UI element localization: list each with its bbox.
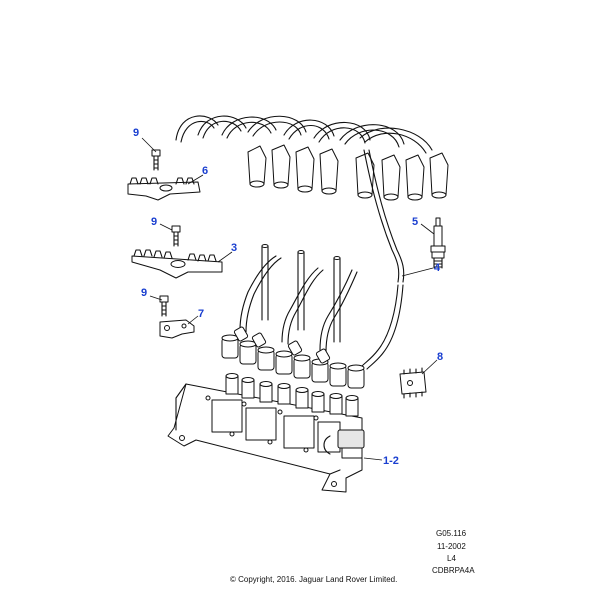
coil-boot <box>275 340 303 375</box>
coil-tower <box>277 383 291 405</box>
spark-plug-boot <box>295 146 315 193</box>
lead-clip <box>399 367 427 399</box>
leader-lines <box>141 137 438 461</box>
coil-boot <box>293 354 311 379</box>
callout-3: 3 <box>231 242 238 254</box>
coil-lead-set <box>221 244 365 389</box>
lead-bracket <box>159 319 195 339</box>
bolt <box>171 225 181 247</box>
coil-boot <box>329 362 347 387</box>
callout-4: 4 <box>434 262 441 274</box>
coil-pack-assembly <box>167 373 365 493</box>
bolt <box>151 149 161 171</box>
spark-plug-boot <box>429 152 449 199</box>
diagram-code: CDBRPA4A <box>432 566 475 575</box>
diagram-reference: G05.116 <box>436 529 467 538</box>
callout-1-2: 1-2 <box>383 455 399 467</box>
coil-tower <box>241 377 255 399</box>
copyright-notice: © Copyright, 2016. Jaguar Land Rover Lim… <box>230 575 398 584</box>
coil-boot <box>311 348 331 383</box>
coil-tower <box>329 393 343 415</box>
coil-tower <box>345 395 359 417</box>
callout-6: 6 <box>202 165 209 177</box>
ignition-lead-set <box>175 115 449 370</box>
spark-plug-boot <box>355 152 375 199</box>
callout-9: 9 <box>151 216 158 228</box>
coil-boot <box>239 332 267 365</box>
spark-plug-boot <box>405 154 425 201</box>
coil-boot <box>347 364 365 389</box>
bolt <box>159 295 169 317</box>
coil-tower <box>259 381 273 403</box>
diagram-level: L4 <box>447 554 456 563</box>
spark-plug-boot <box>247 145 267 188</box>
spark-plug-boot <box>271 144 291 189</box>
callout-8: 8 <box>437 351 444 363</box>
callout-9: 9 <box>141 287 148 299</box>
spark-plug-boot <box>319 148 339 195</box>
coil-boot <box>221 326 249 359</box>
callout-7: 7 <box>198 308 205 320</box>
spark-plug-boot <box>381 154 401 201</box>
callout-9: 9 <box>133 127 140 139</box>
lead-separator-front <box>131 249 223 279</box>
coil-tower <box>225 373 239 395</box>
coil-connector <box>323 429 365 459</box>
lead-separator-rear <box>127 177 201 201</box>
coil-boot <box>257 346 275 371</box>
coil-tower <box>295 387 309 409</box>
coil-tower <box>311 391 325 413</box>
diagram-date: 11-2002 <box>437 542 466 551</box>
spark-plug <box>430 217 446 269</box>
callout-5: 5 <box>412 216 419 228</box>
